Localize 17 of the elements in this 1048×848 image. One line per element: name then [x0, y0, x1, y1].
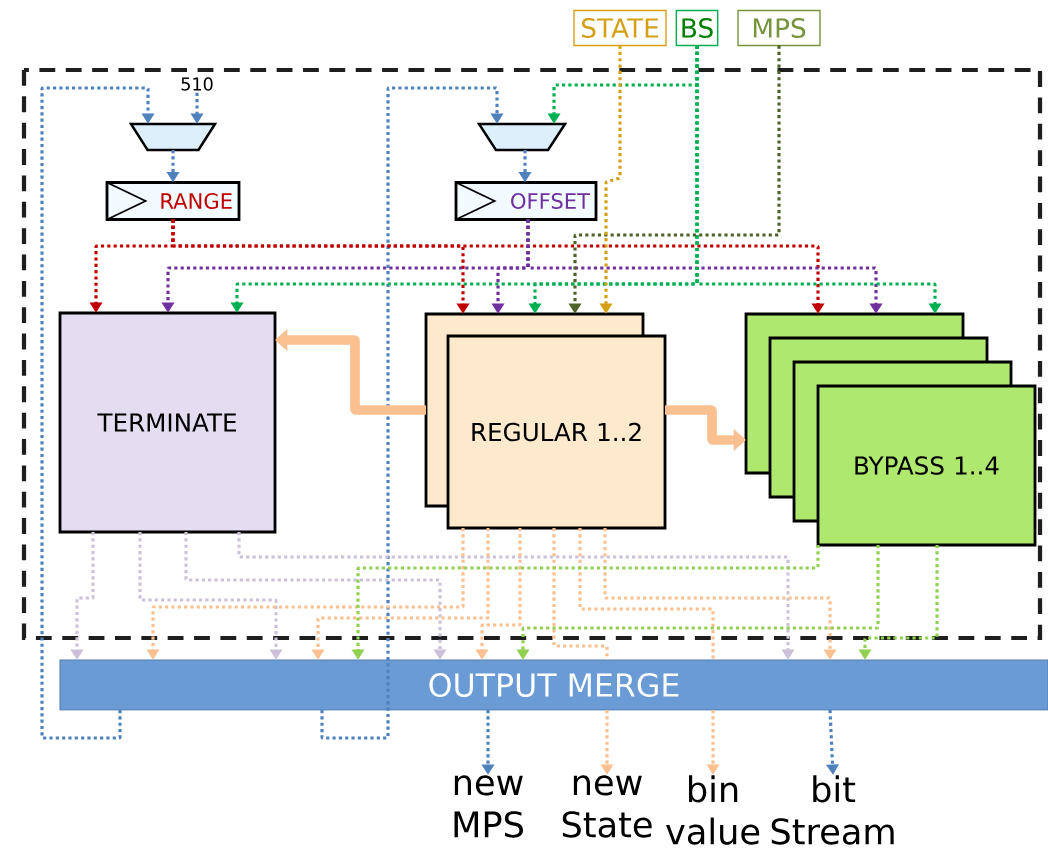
processing-block: TERMINATE: [58, 311, 277, 534]
input-label-box: STATE: [573, 9, 667, 47]
input-label-box: BS: [675, 9, 719, 47]
output-label: new State: [562, 775, 652, 838]
output-label: new MPS: [454, 775, 523, 838]
arrow: [40, 86, 155, 740]
connector-line: [578, 528, 715, 660]
merge-bar: OUTPUT MERGE: [59, 659, 1048, 711]
constant-label: 510: [181, 77, 213, 91]
stacked-blocks: BYPASS 1..4: [744, 312, 1037, 547]
register-box: OFFSET: [454, 181, 598, 221]
stacked-blocks: REGULAR 1..2: [424, 312, 667, 530]
input-label-box: MPS: [737, 9, 821, 47]
output-label: bin value: [666, 775, 760, 845]
output-label: bit Stream: [771, 775, 894, 845]
arrow: [320, 86, 504, 740]
register-box: RANGE: [105, 181, 241, 221]
